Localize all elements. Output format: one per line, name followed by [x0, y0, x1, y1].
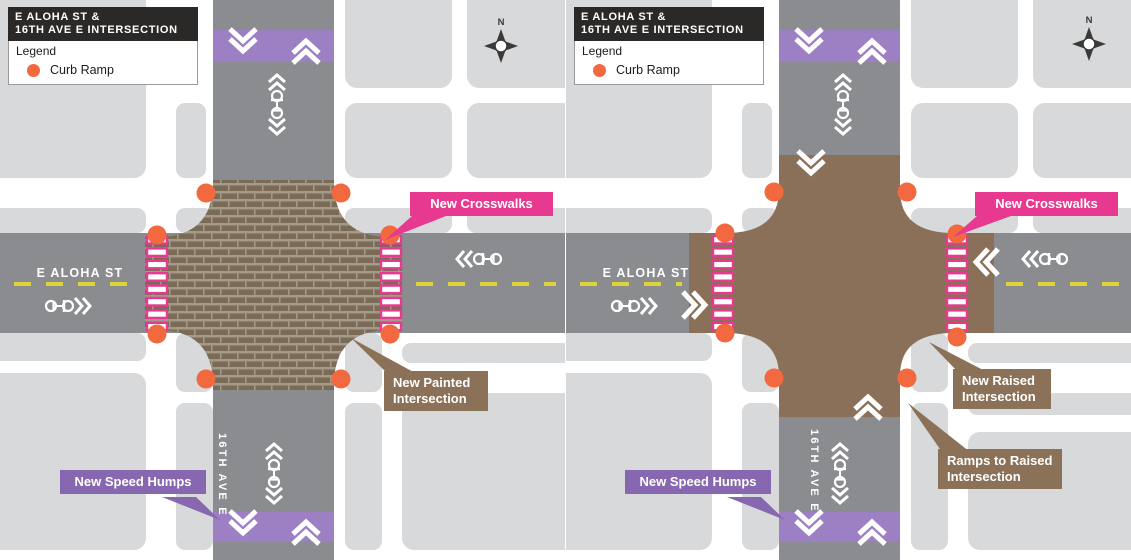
street-name-16th-ave-e: 16TH AVE E	[216, 433, 228, 517]
label-new-painted-intersection: New Painted Intersection	[384, 371, 488, 411]
painted-intersection-area	[145, 180, 402, 390]
curb-ramp-icon	[593, 63, 606, 77]
legend-title: Legend	[16, 44, 57, 58]
speed-hump-bottom	[213, 511, 334, 544]
callout-pointer	[351, 338, 417, 374]
map-title-line2: 16TH AVE E INTERSECTION	[581, 24, 744, 36]
legend-item-curb-ramp: Curb Ramp	[582, 63, 756, 77]
map-title-line1: E ALOHA ST &	[15, 11, 101, 23]
legend: Legend Curb Ramp	[8, 40, 198, 85]
svg-text:N: N	[498, 17, 505, 28]
svg-text:N: N	[1086, 15, 1093, 26]
street-name-e-aloha-st: E ALOHA ST	[603, 266, 690, 280]
panel-raised-intersection: E ALOHA ST 16TH AVE E	[566, 0, 1131, 560]
speed-hump-top	[779, 29, 900, 63]
callout-pointer	[727, 497, 785, 520]
callout-pointer	[929, 342, 987, 372]
legend: Legend Curb Ramp	[574, 40, 764, 85]
legend-item-label: Curb Ramp	[616, 63, 680, 77]
label-new-raised-intersection: New Raised Intersection	[953, 369, 1051, 409]
label-new-speed-humps: New Speed Humps	[60, 470, 206, 494]
legend-item-curb-ramp: Curb Ramp	[16, 63, 190, 77]
curb-ramp-icon	[27, 63, 40, 77]
label-new-crosswalks: New Crosswalks	[975, 192, 1118, 216]
city-blocks	[0, 0, 565, 550]
callout-pointer	[953, 216, 1011, 237]
compass-north-icon: N	[1071, 15, 1107, 62]
label-ramps-to-raised-intersection: Ramps to Raised Intersection	[938, 449, 1062, 489]
speed-hump-bottom	[779, 511, 900, 544]
panel-painted-intersection: E ALOHA ST 16TH AVE E N	[0, 0, 565, 560]
legend-title: Legend	[582, 44, 623, 58]
map-title-line1: E ALOHA ST &	[581, 11, 667, 23]
curb-ramp-dots	[147, 183, 400, 389]
callout-pointer	[162, 497, 220, 520]
map-painted: E ALOHA ST 16TH AVE E N	[0, 0, 565, 560]
map-title-line2: 16TH AVE E INTERSECTION	[15, 24, 178, 36]
legend-item-label: Curb Ramp	[50, 63, 114, 77]
callout-pointer	[908, 403, 970, 452]
speed-hump-top	[213, 29, 334, 63]
label-new-speed-humps: New Speed Humps	[625, 470, 771, 494]
label-new-crosswalks: New Crosswalks	[410, 192, 553, 216]
raised-intersection-area	[689, 155, 994, 417]
callout-pointer	[385, 216, 446, 240]
compass-north-icon: N	[483, 17, 519, 64]
street-name-e-aloha-st: E ALOHA ST	[37, 266, 124, 280]
street-name-16th-ave-e: 16TH AVE E	[808, 429, 820, 513]
map-title: E ALOHA ST & 16TH AVE E INTERSECTION	[8, 7, 198, 41]
map-title: E ALOHA ST & 16TH AVE E INTERSECTION	[574, 7, 764, 41]
